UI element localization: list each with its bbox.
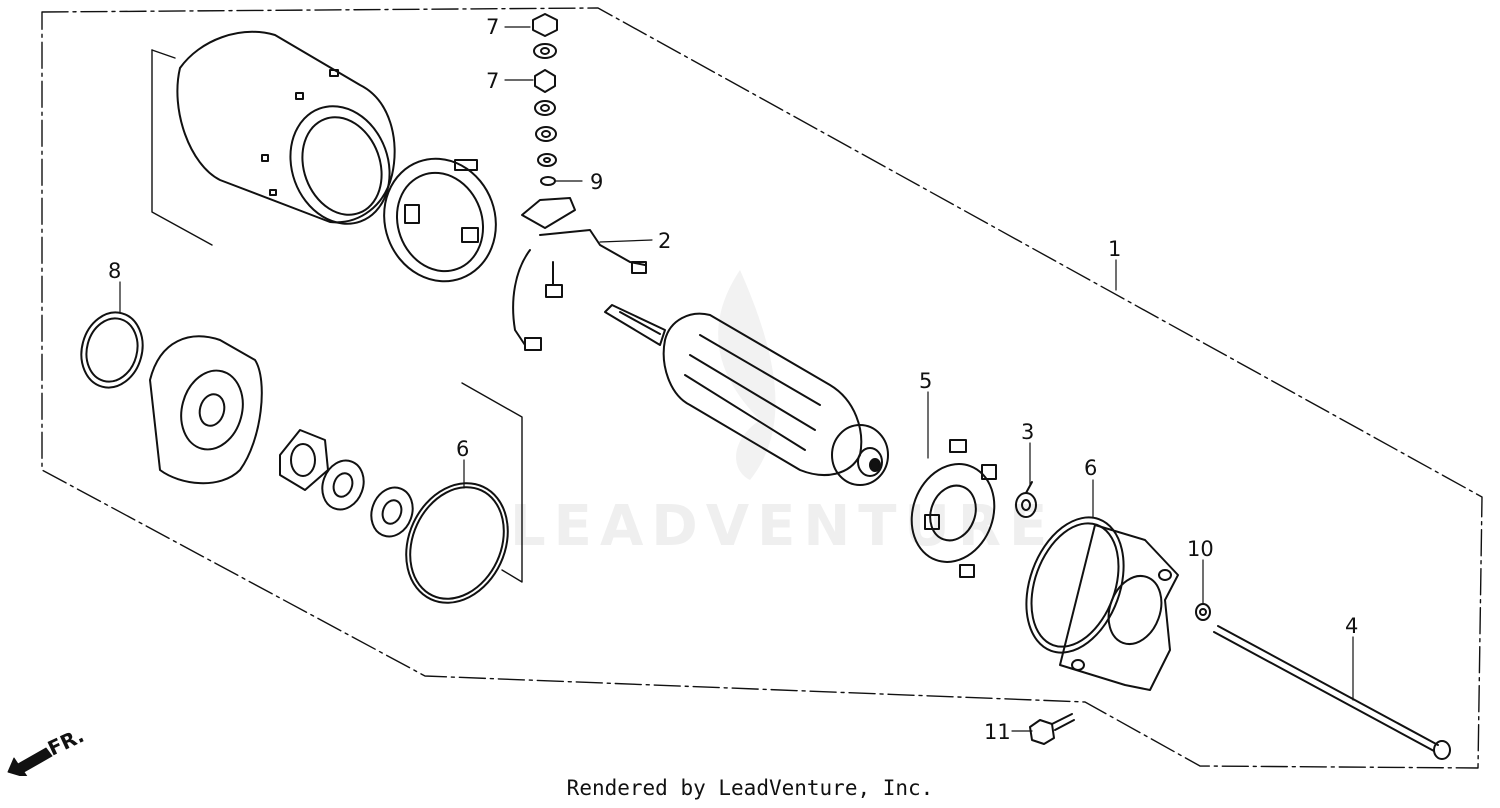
callout-4: 4 (1345, 614, 1358, 638)
brush-holder (910, 439, 997, 578)
armature (604, 304, 889, 486)
callout-11: 11 (984, 720, 1011, 744)
callout-2: 2 (658, 229, 671, 253)
front-cover (80, 311, 263, 485)
callout-8: 8 (108, 259, 121, 283)
callout-1: 1 (1108, 237, 1121, 261)
flange-bolt (1029, 713, 1075, 745)
o-ring-front (405, 482, 509, 604)
callout-10: 10 (1187, 537, 1214, 561)
washer-10 (1195, 603, 1211, 621)
yoke-housing (176, 30, 396, 225)
watermark: LEADVENTURE (510, 270, 1055, 559)
callout-7-lower: 7 (486, 69, 499, 93)
leader-lines (119, 26, 1354, 732)
assembly-outline (41, 7, 1483, 769)
footer-credit: Rendered by LeadVenture, Inc. (566, 776, 934, 800)
washer-stack (532, 13, 558, 186)
svg-text:LEADVENTURE: LEADVENTURE (510, 494, 1055, 559)
callout-6-rear: 6 (1084, 456, 1097, 480)
direction-label: FR. (44, 723, 88, 760)
shims (279, 429, 414, 538)
callout-9: 9 (590, 170, 603, 194)
rear-cover (1025, 516, 1179, 691)
callout-3: 3 (1021, 420, 1034, 444)
callout-7-upper: 7 (486, 15, 499, 39)
callout-5: 5 (919, 369, 932, 393)
parts-diagram: LEADVENTURE (7, 7, 1483, 776)
through-bolt (1213, 625, 1451, 760)
callout-6-front: 6 (456, 437, 469, 461)
brush-terminal (512, 197, 647, 351)
brush-plate (383, 157, 497, 283)
brush-spring (1015, 481, 1037, 518)
front-direction-arrow-icon: FR. (7, 723, 88, 776)
callout-labels: 7 7 9 2 1 8 5 3 6 6 10 4 11 (108, 15, 1358, 744)
